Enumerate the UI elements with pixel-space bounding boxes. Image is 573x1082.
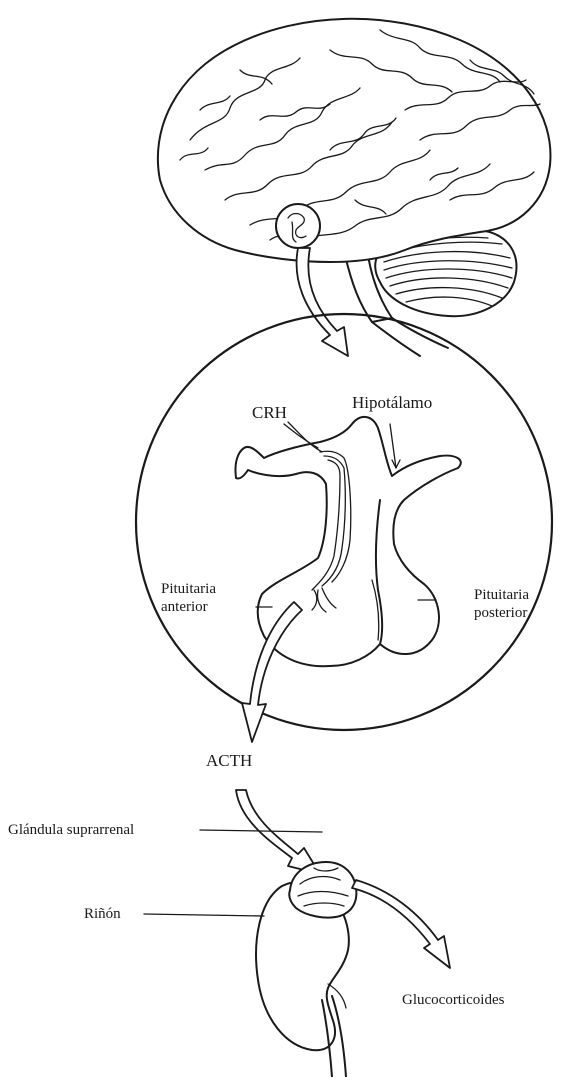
label-adrenal-gland: Glándula suprarrenal (8, 822, 134, 838)
label-hypothalamus: Hipotálamo (352, 393, 432, 412)
label-posterior-pituitary-line2: posterior (474, 605, 527, 621)
arrow-brain-to-detail (297, 248, 348, 356)
hypothalamus-magnifier-circle (276, 204, 320, 248)
label-glucocorticoids: Glucocorticoides (402, 992, 505, 1008)
hypothalamus-pituitary-outline (235, 417, 460, 666)
label-anterior-pituitary-line2: anterior (161, 599, 208, 615)
label-anterior-pituitary-line1: Pituitaria (161, 581, 216, 597)
detail-circle (136, 314, 552, 730)
label-posterior-pituitary-line1: Pituitaria (474, 587, 529, 603)
label-crh: CRH (252, 403, 287, 422)
label-kidney: Riñón (84, 906, 121, 922)
arrow-adrenal-to-glucocorticoids (352, 880, 450, 968)
brain-illustration (158, 19, 551, 356)
label-acth: ACTH (206, 751, 252, 770)
kidney-adrenal-illustration (256, 862, 356, 1077)
